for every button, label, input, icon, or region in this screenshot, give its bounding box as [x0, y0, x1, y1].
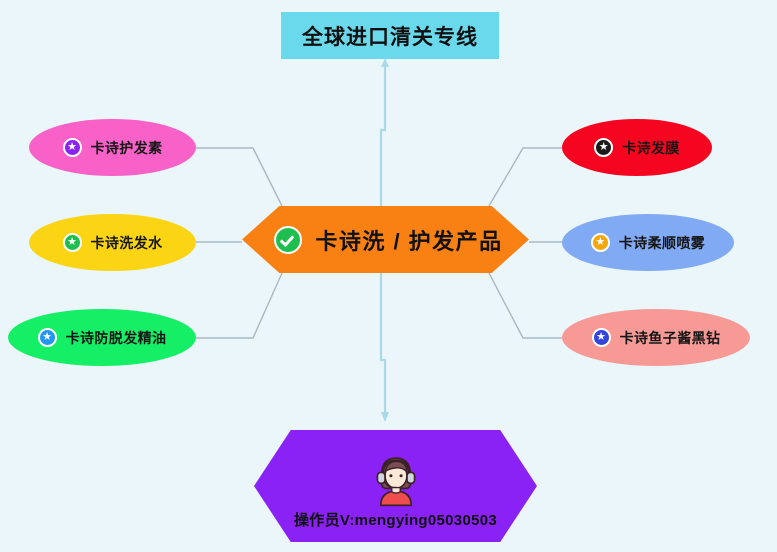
star-icon: ★ [591, 328, 611, 347]
branch-node-label: 卡诗柔顺喷雾 [618, 234, 706, 251]
operator-node-label: 操作员V:mengying05030503 [293, 511, 498, 529]
star-icon: ★ [594, 138, 614, 157]
arrow-center-to-operator [379, 273, 387, 414]
star-icon: ★ [62, 138, 82, 157]
branch-node-left-2[interactable]: ★ 卡诗防脱发精油 [8, 309, 196, 366]
arrow-head-up-icon [381, 58, 389, 67]
connector-left-2 [196, 272, 283, 339]
operator-node[interactable]: 操作员V:mengying05030503 [254, 430, 537, 542]
center-node[interactable]: 卡诗洗 / 护发产品 [242, 206, 529, 273]
arrow-head-down-icon [381, 412, 389, 422]
star-icon: ★ [590, 233, 610, 252]
star-icon: ★ [37, 328, 57, 347]
connector-left-0 [196, 147, 283, 207]
check-circle-icon [274, 225, 303, 254]
connector-right-2 [488, 272, 562, 339]
header-banner[interactable]: 全球进口清关专线 [281, 12, 499, 59]
branch-node-right-0[interactable]: ★ 卡诗发膜 [562, 119, 712, 176]
customer-service-agent-icon [376, 456, 415, 506]
branch-node-label: 卡诗鱼子酱黑钻 [619, 329, 721, 346]
arrow-center-to-banner [379, 64, 387, 206]
branch-node-right-2[interactable]: ★ 卡诗鱼子酱黑钻 [562, 309, 750, 366]
branch-node-label: 卡诗洗发水 [90, 234, 163, 251]
branch-node-right-1[interactable]: ★ 卡诗柔顺喷雾 [562, 214, 734, 271]
header-banner-label: 全球进口清关专线 [302, 25, 478, 49]
branch-node-left-1[interactable]: ★ 卡诗洗发水 [29, 214, 196, 271]
center-node-label: 卡诗洗 / 护发产品 [315, 228, 503, 254]
branch-node-label: 卡诗防脱发精油 [65, 329, 167, 346]
branch-node-left-0[interactable]: ★ 卡诗护发素 [29, 119, 196, 176]
branch-node-label: 卡诗护发素 [90, 139, 163, 156]
branch-node-label: 卡诗发膜 [622, 139, 680, 156]
connector-right-0 [488, 147, 562, 207]
star-icon: ★ [62, 233, 82, 252]
